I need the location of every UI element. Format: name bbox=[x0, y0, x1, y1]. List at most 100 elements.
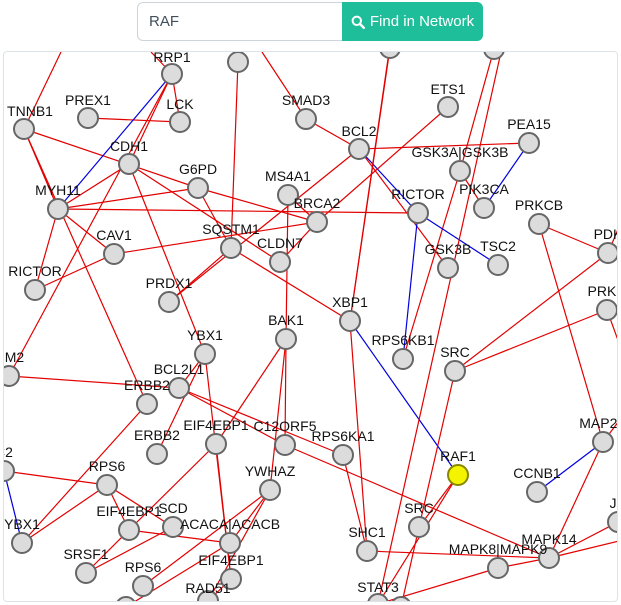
node-circle[interactable] bbox=[518, 132, 540, 154]
node-circle[interactable] bbox=[4, 365, 20, 387]
node-circle[interactable] bbox=[103, 243, 125, 265]
node-circle[interactable] bbox=[136, 393, 158, 415]
node-circle[interactable] bbox=[392, 348, 414, 370]
node-circle[interactable] bbox=[169, 111, 191, 133]
node-circle[interactable] bbox=[269, 251, 291, 273]
node-circle[interactable] bbox=[118, 153, 140, 175]
node-circle[interactable] bbox=[306, 211, 328, 233]
network-node[interactable]: RAD51 bbox=[185, 580, 231, 602]
network-node[interactable]: SRC bbox=[404, 500, 434, 538]
network-node[interactable]: BRCA2 bbox=[294, 195, 341, 233]
node-circle[interactable] bbox=[162, 516, 184, 538]
network-node[interactable]: EIF4EBP1 bbox=[183, 417, 249, 455]
node-circle[interactable] bbox=[449, 160, 471, 182]
node-circle[interactable] bbox=[538, 547, 560, 569]
node-circle[interactable] bbox=[161, 63, 183, 85]
network-node[interactable]: PIK3CA bbox=[459, 181, 510, 219]
node-circle[interactable] bbox=[407, 202, 429, 224]
network-node[interactable]: SCD bbox=[158, 500, 188, 538]
node-circle[interactable] bbox=[444, 360, 466, 382]
node-circle[interactable] bbox=[118, 519, 140, 541]
node-circle[interactable] bbox=[47, 198, 69, 220]
network-node[interactable]: TSC2 bbox=[480, 238, 516, 276]
network-node[interactable]: PRDX1 bbox=[146, 275, 193, 313]
network-node[interactable]: MAP2K bbox=[579, 415, 618, 453]
node-circle[interactable] bbox=[132, 575, 154, 597]
find-in-network-button[interactable]: Find in Network bbox=[342, 2, 483, 41]
network-node[interactable]: RPS6KA1 bbox=[311, 428, 375, 466]
network-node[interactable]: BCL2L1 bbox=[154, 361, 205, 399]
network-node[interactable]: SMAD3 bbox=[282, 92, 330, 130]
node-circle[interactable] bbox=[116, 596, 136, 602]
node-circle[interactable] bbox=[348, 138, 370, 160]
network-node[interactable]: RICTOR bbox=[8, 263, 62, 301]
node-circle[interactable] bbox=[220, 237, 242, 259]
node-circle[interactable] bbox=[4, 460, 15, 482]
node-circle[interactable] bbox=[437, 257, 459, 279]
node-circle[interactable] bbox=[11, 532, 33, 554]
node-circle[interactable] bbox=[487, 557, 509, 579]
node-circle[interactable] bbox=[356, 540, 378, 562]
network-node[interactable]: SRC bbox=[440, 344, 470, 382]
node-circle[interactable] bbox=[220, 568, 242, 590]
network-node[interactable]: RAF1 bbox=[440, 448, 476, 486]
network-node[interactable]: YBX1 bbox=[187, 327, 223, 365]
node-circle[interactable] bbox=[13, 118, 35, 140]
node-circle[interactable] bbox=[367, 593, 389, 602]
node-circle[interactable] bbox=[277, 184, 299, 206]
network-node[interactable] bbox=[483, 52, 505, 60]
network-node[interactable]: PRKCB bbox=[515, 197, 563, 235]
network-node[interactable]: PREX1 bbox=[65, 92, 111, 129]
node-circle[interactable] bbox=[437, 96, 459, 118]
network-node[interactable]: C12ORF5 bbox=[253, 418, 317, 456]
network-node[interactable]: PRKC bbox=[588, 283, 618, 321]
network-node[interactable]: RPS6 bbox=[125, 559, 162, 597]
node-circle[interactable] bbox=[187, 177, 209, 199]
node-circle[interactable] bbox=[332, 444, 354, 466]
network-node[interactable]: CAV1 bbox=[96, 227, 132, 265]
node-circle[interactable] bbox=[487, 254, 509, 276]
network-node[interactable]: YBX1 bbox=[4, 516, 40, 554]
node-circle[interactable] bbox=[77, 107, 99, 129]
network-node[interactable]: PEA15 bbox=[507, 116, 551, 154]
network-node[interactable]: STAT3 bbox=[357, 579, 399, 602]
node-circle[interactable] bbox=[339, 310, 361, 332]
node-circle[interactable] bbox=[526, 481, 548, 503]
node-circle[interactable] bbox=[473, 197, 495, 219]
node-circle[interactable] bbox=[219, 532, 241, 554]
node-circle[interactable] bbox=[75, 562, 97, 584]
network-node[interactable]: ETS1 bbox=[430, 81, 466, 118]
network-node[interactable]: C2 bbox=[4, 444, 15, 482]
network-node[interactable]: GSK3B bbox=[425, 241, 472, 279]
node-circle[interactable] bbox=[592, 431, 614, 453]
node-circle[interactable] bbox=[158, 291, 180, 313]
network-node[interactable] bbox=[227, 52, 249, 73]
network-node[interactable]: CDH1 bbox=[110, 138, 148, 175]
network-node[interactable]: BCL2 bbox=[341, 123, 377, 160]
node-circle[interactable] bbox=[607, 511, 618, 533]
node-circle[interactable] bbox=[528, 213, 550, 235]
network-node[interactable]: SQSTM1 bbox=[202, 221, 260, 259]
network-node[interactable]: ERBB2 bbox=[134, 427, 180, 465]
network-node[interactable]: EIF4EBP1 bbox=[198, 552, 264, 590]
highlighted-node-circle[interactable] bbox=[447, 464, 469, 486]
network-node[interactable]: G6PD bbox=[179, 161, 217, 199]
network-node[interactable] bbox=[116, 596, 136, 602]
network-node[interactable]: EIF4EBP1 bbox=[96, 503, 162, 541]
network-node[interactable]: RPS6KB1 bbox=[371, 332, 435, 370]
network-node[interactable]: CCNB1 bbox=[513, 465, 561, 503]
node-circle[interactable] bbox=[483, 52, 505, 60]
node-circle[interactable] bbox=[146, 443, 168, 465]
network-node[interactable]: JU bbox=[607, 495, 618, 533]
network-node[interactable]: RPS6 bbox=[89, 458, 126, 496]
node-circle[interactable] bbox=[24, 279, 46, 301]
network-node[interactable] bbox=[379, 52, 401, 59]
node-circle[interactable] bbox=[205, 433, 227, 455]
network-node[interactable]: ERBB2 bbox=[124, 377, 170, 415]
node-circle[interactable] bbox=[597, 242, 618, 264]
node-circle[interactable] bbox=[391, 596, 411, 602]
network-node[interactable]: LCK bbox=[166, 96, 194, 133]
node-circle[interactable] bbox=[197, 590, 219, 602]
